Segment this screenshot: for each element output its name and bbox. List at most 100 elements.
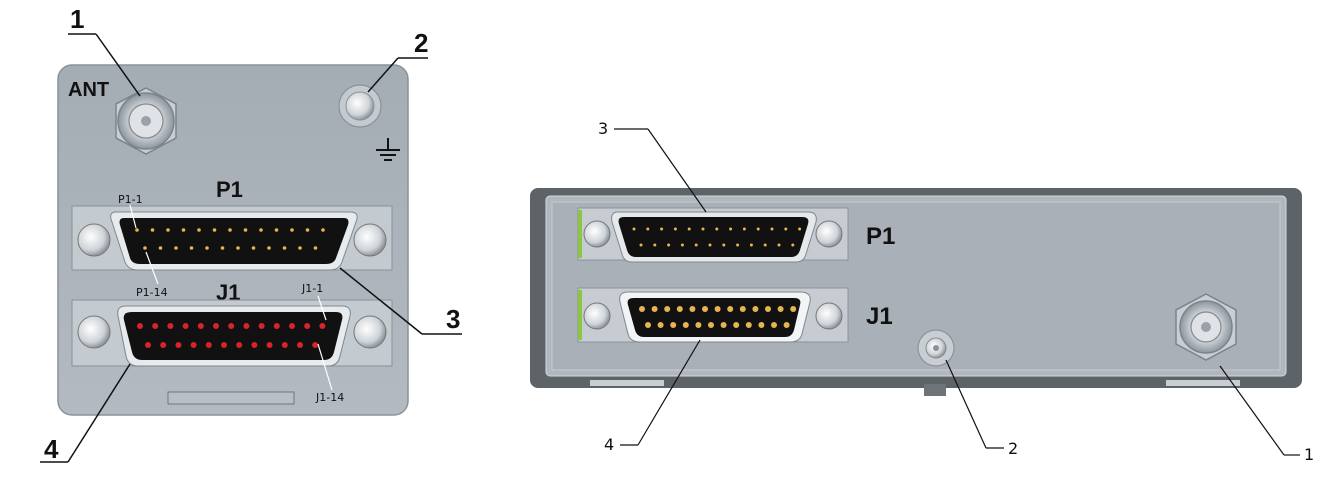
j1-pin [243,323,250,329]
j1-pin [251,342,258,348]
p1-pin [205,246,209,250]
p1-connector [71,205,393,271]
front-callout-4-line [67,363,131,463]
j1-pin [205,342,212,348]
p1-pin [150,228,155,232]
side-bottom-tab [924,384,946,396]
p1-pin-first-label: P1-1 [118,193,143,206]
side-p1-pin [784,227,788,231]
side-j1-pin [790,306,797,312]
front-callout-3-line [339,267,423,335]
side-callout-1: 1 [1304,445,1314,464]
ant-label: ANT [68,79,109,101]
j1-pin-last-leader [317,343,333,391]
side-callout-3-line [647,128,707,213]
side-j1-pin [651,306,658,312]
side-j1-pin [758,322,765,328]
j1-pin [213,323,219,329]
p1-pin [282,246,287,250]
p1-pin [274,228,279,232]
side-j1-pin [664,306,671,312]
side-j1-screw-left [583,302,611,330]
p1-pin-first-leader [129,204,137,229]
p1-pin [220,246,225,250]
side-j1-pin [639,306,645,312]
p1-pin [212,228,217,232]
side-j1-screw-right [815,302,843,330]
side-ground-stud [917,329,955,367]
side-p1-pin [673,227,677,231]
j1-pin [297,342,303,348]
j1-pin [182,323,189,329]
j1-pin [258,323,265,329]
side-foot-right [1166,380,1240,386]
side-callout-2-line [945,359,987,449]
side-p1-pin [701,227,705,231]
p1-pin [313,246,318,250]
j1-pin-first-leader [317,295,327,321]
j1-pin [266,342,273,348]
p1-pin [298,246,302,250]
side-j1-pin [689,306,696,312]
side-callout-4: 4 [604,435,614,454]
p1-pin [158,246,163,250]
front-callout-1-line [95,33,141,97]
side-p1-connector [577,207,849,263]
front-slot [167,391,295,405]
p1-label: P1 [216,177,243,202]
j1-screw-right [353,315,387,349]
side-p1-pin [715,227,719,231]
side-p1-pin [632,227,636,231]
j1-pin [152,323,159,329]
j1-pin [236,342,243,348]
side-foot-left [590,380,664,386]
side-j1-pin [739,306,746,312]
side-j1-label: J1 [866,303,893,330]
side-p1-pin [722,243,726,247]
front-callout-4: 4 [44,434,59,464]
side-j1-pin [695,322,702,328]
j1-pins [137,323,326,348]
j1-screw-left [77,315,111,349]
front-view: ANT P1 P1-1 P1-14 [40,4,462,464]
side-j1-pin [752,306,759,312]
j1-pin [228,323,235,329]
side-j1-pin [720,322,727,328]
side-callout-2: 2 [1008,439,1018,458]
front-callout-1: 1 [70,4,84,34]
front-callout-2: 2 [414,28,428,58]
j1-pin [160,342,167,348]
p1-pin [305,228,310,232]
p1-pin [251,246,256,250]
side-p1-green-marker [578,210,582,258]
p1-pin [243,228,248,232]
side-j1-green-marker [578,290,582,340]
j1-pin [289,323,295,329]
ground-symbol-icon [376,138,400,161]
p1-pin [321,228,325,232]
side-j1-pin [702,306,708,312]
p1-pins [135,228,325,250]
side-j1-pin [682,322,689,328]
side-view: P1 J1 3 4 [530,119,1314,464]
p1-pin [259,228,263,232]
side-p1-pin [791,243,795,247]
ground-stud [338,84,382,128]
j1-pin [137,323,143,329]
side-p1-pin [708,243,712,247]
side-p1-screw-right [815,220,843,248]
j1-pin [319,323,326,329]
side-p1-pin [653,243,657,247]
side-j1-pin [765,306,771,312]
side-j1-pin [645,322,651,328]
side-j1-pin [771,322,777,328]
side-p1-pin [749,243,753,247]
j1-pin [221,342,227,348]
p1-pin [174,246,178,250]
j1-connector [71,299,393,367]
p1-screw-right [353,223,387,257]
j1-pin [175,342,182,348]
side-j1-pin [714,306,721,312]
j1-pin [304,323,311,329]
j1-pin [197,323,204,329]
